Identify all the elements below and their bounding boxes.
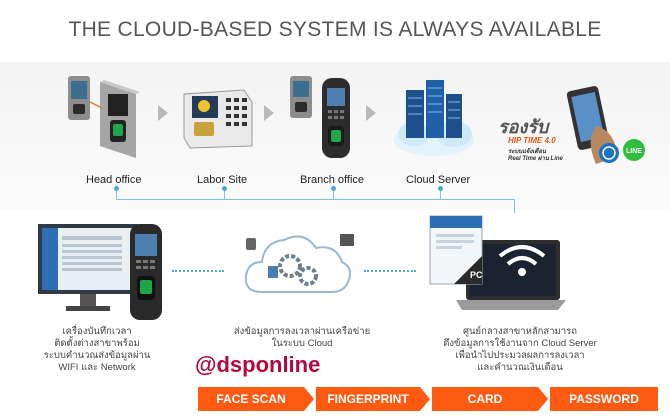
connector-line bbox=[224, 189, 225, 199]
connector-line bbox=[333, 189, 334, 199]
branch-office-terminal-icon bbox=[290, 76, 350, 158]
badge-line2: Real Time ผ่าน Line bbox=[508, 156, 563, 162]
badge-title: รองรับ bbox=[498, 117, 549, 137]
connector-dot bbox=[438, 186, 443, 191]
arrow-right-icon bbox=[366, 105, 376, 121]
connector-dot bbox=[331, 186, 336, 191]
cloud-server-icon bbox=[394, 80, 474, 156]
head-office-terminal-icon bbox=[68, 76, 140, 158]
labor-site-terminal-icon bbox=[183, 89, 253, 149]
tab-fingerprint[interactable]: FINGERPRINT bbox=[316, 387, 430, 411]
tab-face-scan[interactable]: FACE SCAN bbox=[198, 387, 314, 411]
laptop-wifi-icon: PC bbox=[429, 215, 566, 310]
dotted-connector bbox=[172, 270, 224, 272]
badge-product: HIP TIME 4.0 bbox=[508, 136, 556, 145]
caption-headquarters: ศูนย์กลางสาขาหลักสามารถ ดึงข้อมูลการใช้ง… bbox=[443, 326, 597, 373]
node-label-branch-office: Branch office bbox=[300, 174, 365, 186]
line-app-icon: LINE bbox=[623, 139, 645, 161]
node-label-labor-site: Labor Site bbox=[197, 174, 248, 186]
line-app-label: LINE bbox=[626, 148, 642, 155]
caption-cloud: ส่งข้อมูลการลงเวลาผ่านเครือข่าย ในระบบ C… bbox=[233, 326, 371, 349]
connector-line bbox=[514, 199, 515, 213]
arrow-right-icon bbox=[264, 105, 274, 121]
connector-line bbox=[116, 189, 117, 199]
desktop-monitor-icon bbox=[38, 224, 162, 320]
tab-password[interactable]: PASSWORD bbox=[550, 387, 658, 411]
hip-time-app-icon bbox=[599, 143, 619, 163]
connector-line bbox=[440, 189, 441, 199]
pc-label: PC bbox=[470, 270, 483, 280]
dotted-connector bbox=[364, 270, 416, 272]
arrow-right-icon bbox=[158, 105, 168, 121]
node-label-cloud-server: Cloud Server bbox=[406, 174, 471, 186]
cloud-gears-icon bbox=[244, 234, 354, 293]
node-label-head-office: Head office bbox=[86, 174, 142, 186]
caption-terminal: เครื่องบันทึกเวลา ติดตั้งต่างสาขาพร้อม ร… bbox=[43, 326, 151, 373]
connector-dot bbox=[222, 186, 227, 191]
connector-line bbox=[116, 199, 514, 200]
page-title: THE CLOUD-BASED SYSTEM IS ALWAYS AVAILAB… bbox=[68, 18, 602, 41]
tab-card[interactable]: CARD bbox=[432, 387, 548, 411]
badge-line1: ระบบแจ้งเตือน bbox=[508, 149, 547, 155]
watermark: @dsponline bbox=[195, 352, 321, 377]
connector-dot bbox=[114, 186, 119, 191]
